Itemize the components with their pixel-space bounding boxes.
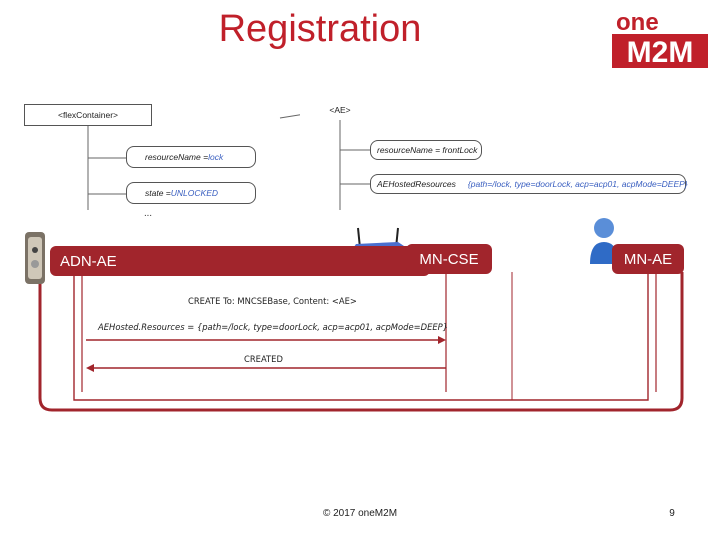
ae-hosted-value: {path=/lock, type=doorLock, acp=acp01, a… [467,179,688,189]
door-lock-icon [24,232,46,284]
actor-mn-ae-label: MN-AE [623,250,673,268]
lane-frame-inner [73,272,649,401]
hosted-resources-message: AEHosted.Resources = {path=/lock, type=d… [98,322,449,332]
actor-adn-ae: ADN-AE [50,246,430,276]
page-number: 9 [669,508,675,519]
user-icon [588,216,620,266]
lane-frame-outer [38,272,684,412]
response-arrow-head [86,364,94,372]
resource-name-value: lock [208,152,224,162]
ae-resource-name-attr: resourceName = frontLock [370,140,482,160]
request-arrow-head [438,336,446,344]
logo-line2: M2M [627,36,694,69]
actor-mn-ae: MN-AE [612,244,684,274]
actor-mn-cse-label: MN-CSE [419,250,479,268]
flex-container-box: <flexContainer> [24,104,152,126]
ae-label: <AE> [329,105,351,115]
flex-container-label: <flexContainer> [57,110,118,120]
uml-ellipsis: ... [144,208,152,218]
resource-name-key: resourceName = [145,152,209,162]
ae-hosted-key: AEHostedResources [377,179,456,189]
logo-line1: one [616,9,659,36]
slide-title: Registration [218,8,422,50]
onem2m-logo: one M2M [612,6,708,70]
actor-adn-ae-label: ADN-AE [60,252,117,270]
state-value: UNLOCKED [170,188,218,198]
uml-connectors [87,109,370,210]
state-attr: state = UNLOCKED [126,182,256,204]
state-key: state = [145,188,171,198]
create-message: CREATE To: MNCSEBase, Content: <AE> [188,296,357,306]
actor-mn-cse: MN-CSE [406,244,492,274]
copyright-footer: © 2017 oneM2M [322,508,398,519]
ae-box: <AE> [300,102,380,118]
uml-diagram: <flexContainer> <AE> resourceName = lock… [0,98,720,220]
ae-hosted-attr: AEHostedResources {path=/lock, type=door… [370,174,688,194]
ae-resource-name: resourceName = frontLock [377,145,478,155]
created-message: CREATED [244,354,283,364]
resource-name-attr: resourceName = lock [126,146,256,168]
